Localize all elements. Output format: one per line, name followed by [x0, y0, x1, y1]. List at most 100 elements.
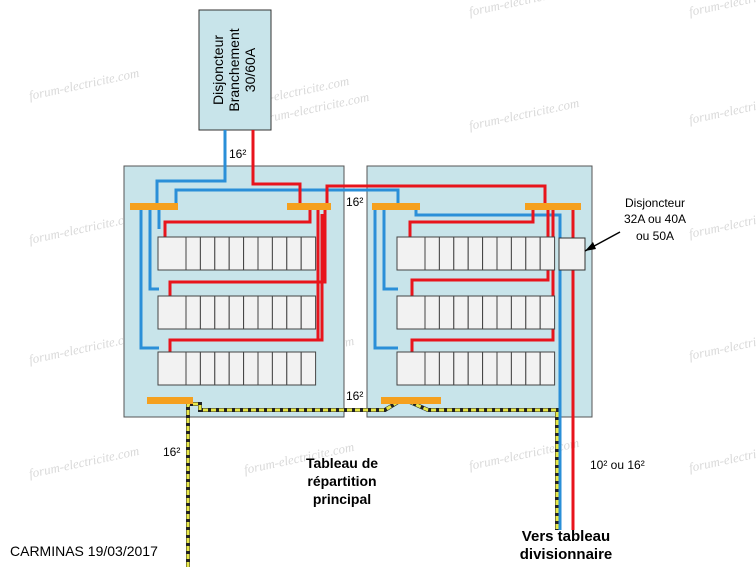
sub-breaker-label-line1: Disjoncteur: [625, 196, 685, 210]
breaker-row: [157, 351, 317, 386]
main-breaker-label-line1: Disjoncteur: [210, 35, 226, 105]
cable-section-top: 16²: [229, 147, 246, 161]
breaker-module: [525, 295, 541, 330]
breaker-module: [300, 236, 317, 271]
neutral-wiring: [139, 130, 562, 530]
busbar-earth-secondary: [381, 397, 441, 404]
sub-breaker-label-line3: ou 50A: [636, 229, 674, 243]
to-sub-board-label-line2: divisionnaire: [520, 546, 613, 563]
breaker-module: [199, 351, 216, 386]
breaker-module: [286, 236, 302, 271]
breaker-module: [438, 295, 455, 330]
credit-label: CARMINAS 19/03/2017: [10, 543, 158, 559]
breaker-module: [257, 351, 273, 386]
breaker-module: [185, 351, 201, 386]
main-board-label-line3: principal: [313, 491, 371, 507]
breaker-module: [243, 236, 259, 271]
breaker-module: [453, 236, 469, 271]
breaker-module: [510, 236, 527, 271]
watermark-text: forum-electricite.com: [688, 89, 756, 127]
breaker-module: [286, 351, 302, 386]
breaker-module: [496, 351, 512, 386]
sub-breaker-label-line2: 32A ou 40A: [624, 212, 686, 226]
outgoing-section-label: 10² ou 16²: [590, 458, 645, 472]
busbar-neutral-secondary: [372, 203, 420, 210]
breaker-module: [424, 351, 440, 386]
watermark-text: forum-electricite.com: [468, 435, 581, 473]
breaker-module: [482, 295, 498, 330]
main-breaker-label-line2: Branchement: [226, 28, 242, 111]
breaker-module: [271, 351, 288, 386]
watermark-text: forum-electricite.com: [688, 325, 756, 363]
breaker-module: [214, 236, 230, 271]
busbar-phase-secondary: [525, 203, 581, 210]
breaker-module: [525, 351, 541, 386]
breaker-module: [185, 295, 201, 330]
breaker-module: [157, 351, 187, 386]
breaker-module: [424, 236, 440, 271]
breaker-module: [539, 236, 556, 271]
breaker-module: [510, 351, 527, 386]
breaker-module: [496, 236, 512, 271]
breaker-module: [467, 295, 484, 330]
watermark-text: forum-electricite.com: [28, 209, 141, 247]
breaker-module: [271, 236, 288, 271]
breaker-module: [525, 236, 541, 271]
breaker-module: [271, 295, 288, 330]
main-board-label-line1: Tableau de: [306, 455, 378, 471]
breaker-module: [467, 351, 484, 386]
breaker-module: [243, 351, 259, 386]
breaker-module: [214, 295, 230, 330]
sub-breaker-arrowhead: [585, 242, 596, 251]
breaker-module: [482, 236, 498, 271]
watermark-text: forum-electricite.com: [688, 437, 756, 475]
cable-section-earth: 16²: [163, 445, 180, 459]
breaker-module: [510, 295, 527, 330]
busbar-group: [130, 203, 581, 404]
watermark-text: forum-electricite.com: [688, 0, 756, 19]
breaker-module: [396, 295, 426, 330]
main-board-label-line2: répartition: [307, 473, 376, 489]
sub-breaker-box: [558, 237, 586, 271]
breaker-row: [157, 295, 317, 330]
breaker-module: [453, 351, 469, 386]
cable-section-bridge-top: 16²: [346, 195, 363, 209]
breaker-module: [157, 295, 187, 330]
breaker-module: [257, 236, 273, 271]
earth-cable: [186, 400, 559, 567]
watermark-text: forum-electricite.com: [28, 443, 141, 481]
cable-section-bridge-bottom: 16²: [346, 389, 363, 403]
breaker-module: [438, 236, 455, 271]
breaker-row: [396, 236, 556, 271]
breaker-module: [496, 295, 512, 330]
breaker-module: [300, 295, 317, 330]
breaker-module: [199, 236, 216, 271]
breaker-module: [185, 236, 201, 271]
breaker-module: [396, 236, 426, 271]
watermark-text: forum-electricite.com: [688, 203, 756, 241]
breaker-module: [438, 351, 455, 386]
busbar-phase-main: [287, 203, 331, 210]
main-breaker-label-line3: 30/60A: [242, 47, 258, 92]
breaker-module: [199, 295, 216, 330]
breaker-module: [228, 351, 245, 386]
breaker-module: [228, 295, 245, 330]
breaker-module: [157, 236, 187, 271]
breaker-module: [396, 351, 426, 386]
main-breaker-box: [198, 9, 272, 131]
breaker-module: [214, 351, 230, 386]
breaker-row: [396, 295, 556, 330]
watermark-text: forum-electricite.com: [28, 329, 141, 367]
watermark-text: forum-electricite.com: [468, 0, 581, 19]
breaker-row: [396, 351, 556, 386]
to-sub-board-label-line1: Vers tableau: [522, 528, 610, 545]
breaker-module: [482, 351, 498, 386]
breaker-module: [453, 295, 469, 330]
breaker-module: [257, 295, 273, 330]
busbar-neutral-main: [130, 203, 178, 210]
breaker-rows: [157, 236, 556, 386]
breaker-module: [539, 351, 556, 386]
breaker-module: [424, 295, 440, 330]
breaker-module: [467, 236, 484, 271]
